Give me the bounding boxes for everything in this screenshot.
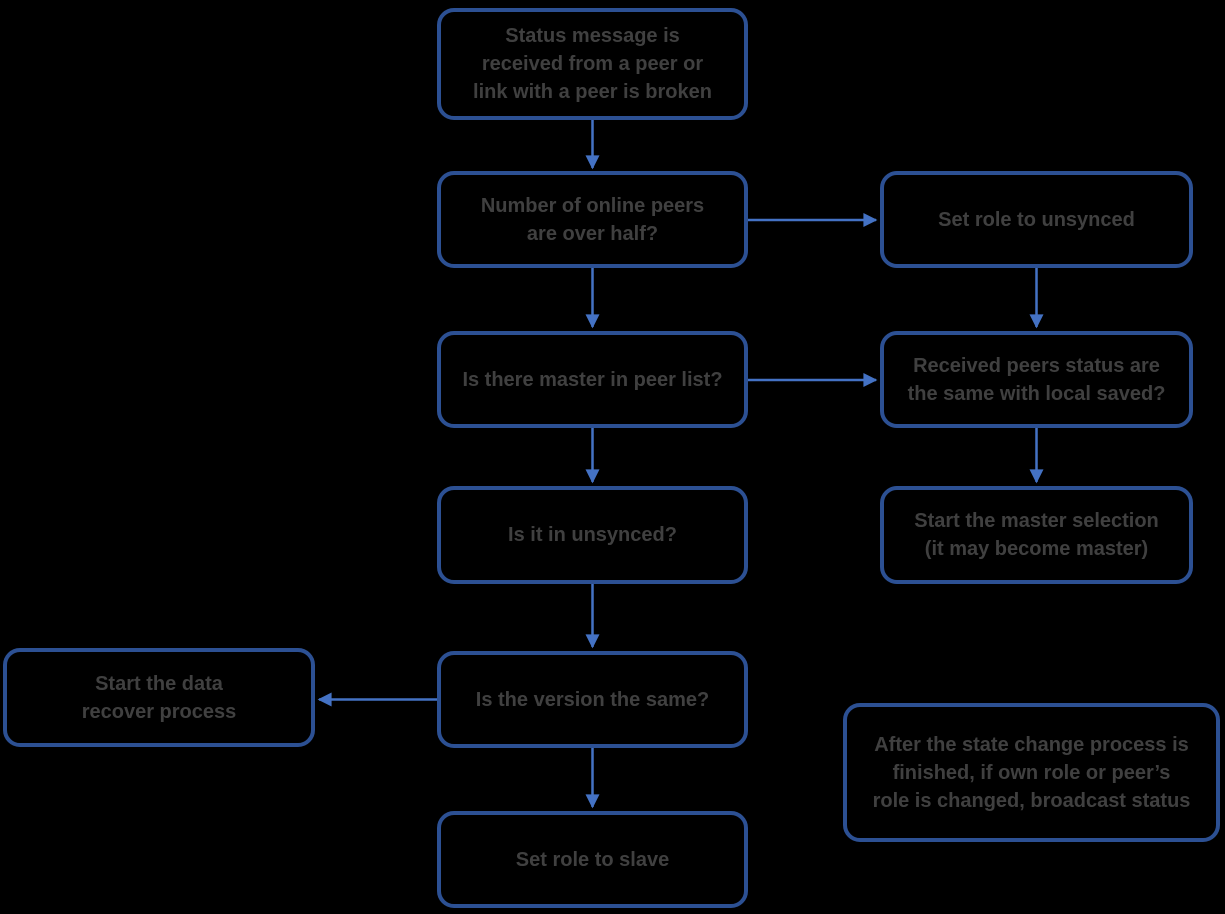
node-label: Is the version the same?: [475, 688, 710, 711]
node-label: Start the master selection (it may becom…: [914, 510, 1159, 560]
node-label: Received peers status are the same with …: [907, 354, 1166, 405]
node-is-in-unsynced: Is it in unsynced?: [437, 486, 748, 584]
node-label: Start the data recover process: [81, 672, 237, 723]
node-peers-over-half: Number of online peers are over half?: [437, 171, 748, 268]
node-label: Set role to slave: [515, 848, 670, 871]
node-label: Is there master in peer list?: [462, 368, 723, 391]
node-received-status-same: Received peers status are the same with …: [880, 331, 1193, 428]
node-master-in-peer-list: Is there master in peer list?: [437, 331, 748, 428]
node-set-role-unsynced: Set role to unsynced: [880, 171, 1193, 268]
node-label: Set role to unsynced: [938, 208, 1135, 231]
node-set-role-slave: Set role to slave: [437, 811, 748, 908]
node-start-data-recover: Start the data recover process: [3, 648, 315, 747]
node-label: Is it in unsynced?: [508, 524, 677, 546]
node-version-same: Is the version the same?: [437, 651, 748, 748]
node-broadcast-note: After the state change process is finish…: [843, 703, 1220, 842]
node-label: After the state change process is finish…: [872, 733, 1191, 812]
node-label: Number of online peers are over half?: [480, 194, 705, 245]
node-label: Status message is received from a peer o…: [473, 25, 712, 103]
node-start-master-selection: Start the master selection (it may becom…: [880, 486, 1193, 584]
node-status-received: Status message is received from a peer o…: [437, 8, 748, 120]
